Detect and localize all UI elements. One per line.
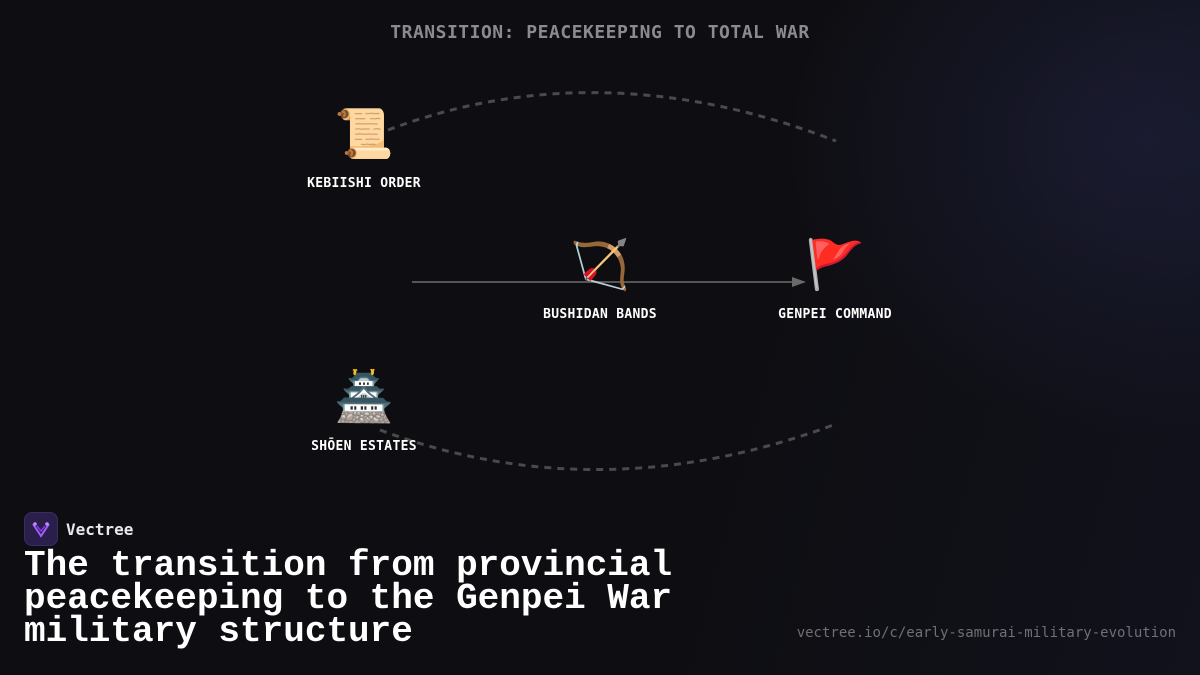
node-genpei-command: 🚩 GENPEI COMMAND <box>735 237 935 322</box>
node-bushidan-bands: 🏹 BUSHIDAN BANDS <box>500 237 700 322</box>
source-url[interactable]: vectree.io/c/early-samurai-military-evol… <box>796 625 1176 641</box>
node-shoen-estates: 🏯 SHŌEN ESTATES <box>264 369 464 454</box>
scroll-icon: 📜 <box>334 106 394 162</box>
red-flag-icon: 🚩 <box>805 237 865 293</box>
node-kebiishi-order: 📜 KEBIISHI ORDER <box>264 106 464 191</box>
brand-name: Vectree <box>66 519 134 539</box>
node-label: SHŌEN ESTATES <box>311 439 417 454</box>
node-label: GENPEI COMMAND <box>778 307 892 322</box>
edge-kebiishi-to-genpei <box>387 91 837 143</box>
bow-and-arrow-icon: 🏹 <box>570 237 630 293</box>
vectree-logo-icon <box>24 512 58 546</box>
diagram-title: TRANSITION: PEACEKEEPING TO TOTAL WAR <box>390 22 810 43</box>
headline: The transition from provincial peacekeep… <box>24 545 673 652</box>
node-label: KEBIISHI ORDER <box>307 176 421 191</box>
castle-icon: 🏯 <box>334 369 394 425</box>
node-label: BUSHIDAN BANDS <box>543 307 657 322</box>
brand: Vectree <box>24 512 133 546</box>
